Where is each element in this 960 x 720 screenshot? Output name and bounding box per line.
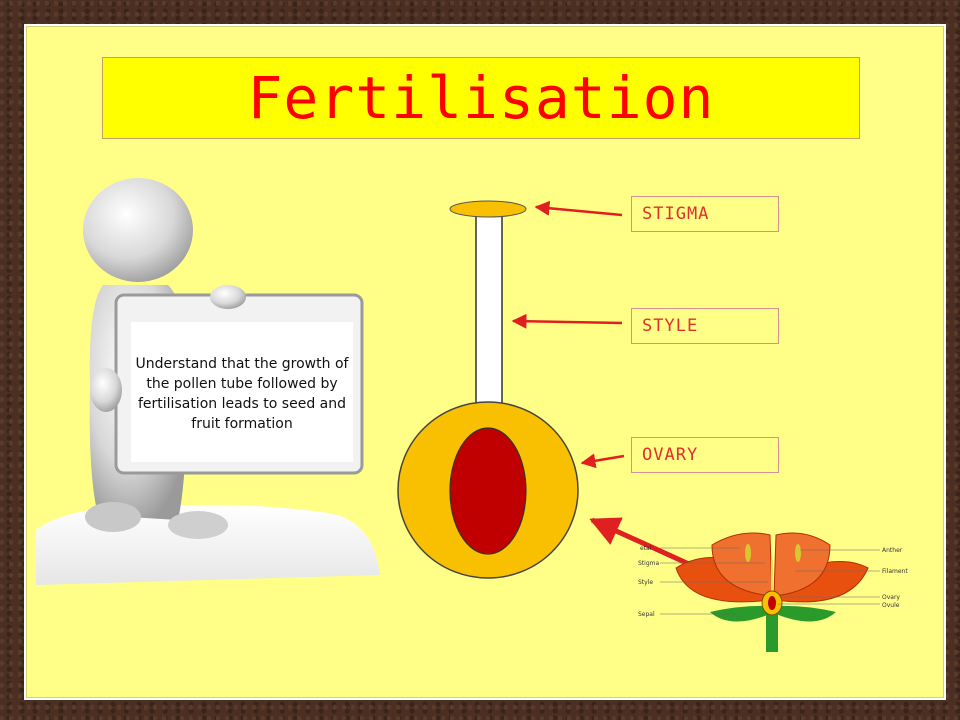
style-tube [475, 209, 503, 411]
person-holding-card-illustration [36, 178, 380, 585]
ovule-ellipse [449, 427, 527, 555]
person-hand-side [90, 368, 122, 412]
flower-label-stigma: Stigma [638, 560, 659, 567]
flower-ovule [768, 596, 776, 610]
card-panel [131, 322, 353, 462]
title-bar: Fertilisation [102, 57, 860, 139]
person-foot-right [168, 511, 228, 539]
flower-label-petal: etal [640, 545, 652, 552]
flower-label-style: Style [638, 579, 653, 586]
flower-label-filament: Filament [882, 568, 908, 575]
style-label: STYLE [631, 308, 779, 344]
flower-label-ovule: Ovule [882, 602, 900, 609]
flower-anther-right [795, 544, 801, 562]
card-text: Understand that the growth of the pollen… [135, 356, 349, 432]
ovary-arrow [580, 453, 625, 469]
flower-label-ovary: Ovary [882, 594, 900, 601]
flower-label-anther: Anther [882, 547, 903, 554]
flower-illustration: etal Stigma Style Sepal Anther Filament … [638, 532, 908, 652]
flower-anther-left [745, 544, 751, 562]
person-hand-top [210, 285, 246, 309]
stigma-label: STIGMA [631, 196, 779, 232]
page-title: Fertilisation [247, 64, 715, 132]
flower-stem [766, 612, 778, 652]
flower-label-sepal: Sepal [638, 611, 655, 618]
person-head [83, 178, 193, 282]
ovary-label: OVARY [631, 437, 779, 473]
flower-petal-back-right [773, 532, 831, 597]
style-arrow [511, 313, 623, 329]
flower-sepal-right [776, 605, 836, 622]
stigma-disc [449, 200, 527, 218]
stigma-arrow [534, 200, 623, 217]
flower-petal-back-left [711, 532, 773, 597]
person-foot-left [85, 502, 141, 532]
